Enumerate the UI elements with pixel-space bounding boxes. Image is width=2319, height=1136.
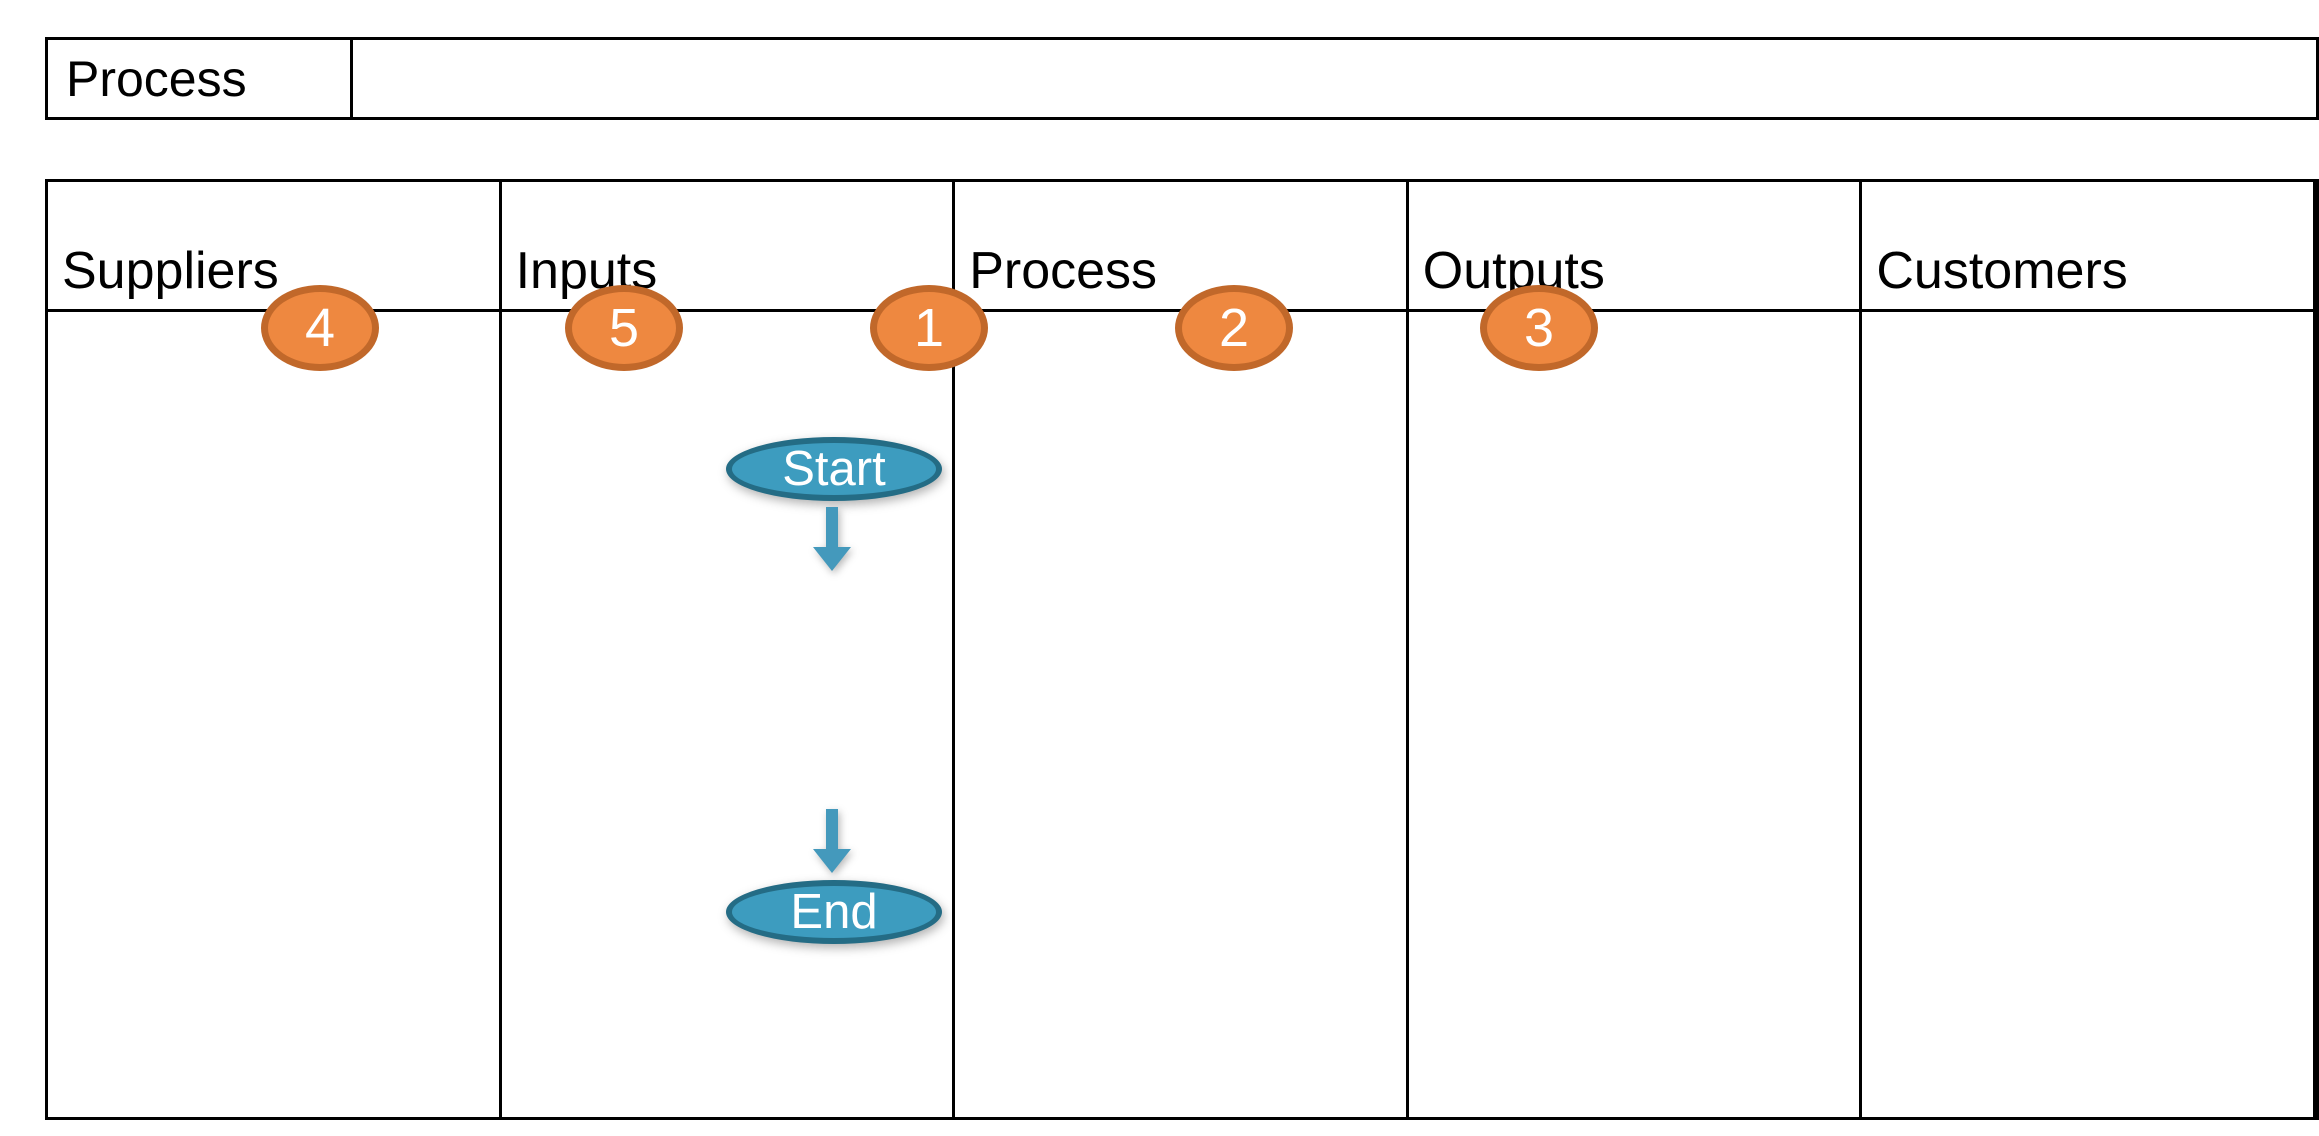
order-badge-number: 4: [304, 298, 336, 358]
order-badge-number: 1: [913, 298, 945, 358]
process-flowchart: Start End: [48, 182, 2316, 1117]
sipoc-column-outputs: Outputs: [1408, 182, 1863, 1117]
page-title: Process: [66, 50, 247, 107]
order-badge-outputs[interactable]: 2: [1175, 285, 1293, 371]
title-blank-cell[interactable]: [353, 40, 2316, 117]
order-badge-suppliers[interactable]: 4: [261, 285, 379, 371]
flow-node-start[interactable]: Start: [726, 437, 942, 501]
flow-node-end[interactable]: End: [726, 880, 942, 944]
column-header-process: Process: [955, 182, 1406, 312]
column-body-process[interactable]: [955, 312, 1406, 1117]
sipoc-table: Suppliers Inputs Process Outputs Custome: [45, 179, 2319, 1120]
arrow-down-icon: [811, 507, 853, 573]
order-badge-process[interactable]: 1: [870, 285, 988, 371]
column-header-label: Process: [969, 242, 1158, 301]
column-header-label: Customers: [1876, 242, 2128, 301]
title-label-cell[interactable]: Process: [48, 40, 353, 117]
flow-node-start-label: Start: [782, 441, 886, 496]
title-row: Process: [45, 37, 2319, 120]
column-header-label: Suppliers: [62, 242, 279, 301]
column-header-customers: Customers: [1862, 182, 2313, 312]
column-header-inputs: Inputs: [501, 182, 953, 312]
column-body-customers[interactable]: [1862, 312, 2313, 1117]
order-badge-number: 5: [608, 298, 640, 358]
column-body-inputs[interactable]: [502, 312, 953, 1117]
column-header-outputs: Outputs: [1408, 182, 1860, 312]
arrow-down-icon: [811, 809, 853, 875]
flow-node-end-label: End: [790, 884, 878, 939]
sipoc-column-customers: Customers: [1862, 182, 2316, 1117]
column-body-suppliers[interactable]: [48, 312, 499, 1117]
order-badge-number: 3: [1523, 298, 1555, 358]
column-body-outputs[interactable]: [1409, 312, 1860, 1117]
column-header-suppliers: Suppliers: [48, 182, 499, 312]
order-badge-inputs[interactable]: 5: [565, 285, 683, 371]
sipoc-column-inputs: Inputs: [501, 182, 956, 1117]
order-badge-number: 2: [1218, 298, 1250, 358]
order-badge-customers[interactable]: 3: [1480, 285, 1598, 371]
